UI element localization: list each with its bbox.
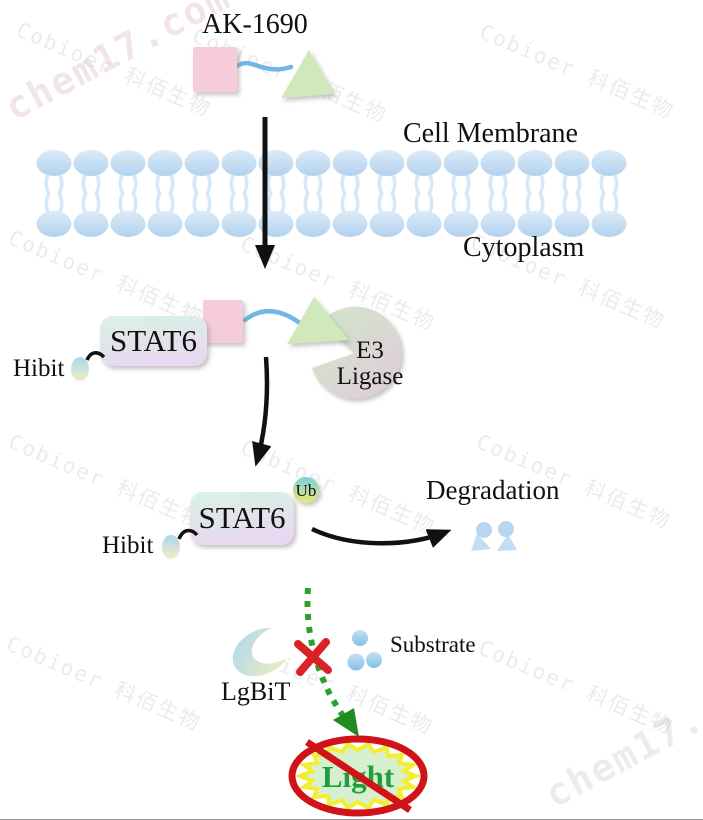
cell-membrane-label: Cell Membrane (403, 118, 578, 149)
e3-ligase-line2: Ligase (336, 363, 404, 391)
ligand-triangle (287, 297, 349, 344)
warhead-square (193, 47, 237, 92)
hibit-tag (71, 357, 89, 381)
inhibition-cross-icon (294, 638, 332, 676)
hibit-label: Hibit (102, 532, 154, 559)
hibit-link (85, 351, 106, 361)
prohibition-ellipse (288, 735, 428, 817)
hibit-link (177, 528, 199, 540)
blocked-signal-arrow (304, 587, 353, 728)
degradation-label: Degradation (426, 475, 560, 505)
ligand-triangle (281, 50, 334, 98)
lgbit-label: LgBiT (221, 677, 291, 706)
compound-label: AK-1690 (202, 9, 308, 40)
stat6-label: STAT6 (109, 322, 198, 358)
protein-fragments (471, 521, 517, 551)
ub-badge (293, 477, 319, 503)
hibit-tag (162, 535, 180, 559)
ak1690-molecule (193, 47, 334, 98)
substrate-dots (347, 630, 382, 671)
ternary-complex (71, 297, 402, 399)
e3-ligase-line1: E3 (356, 337, 384, 364)
linker-curve (234, 60, 294, 72)
lgbit-crescent (232, 624, 303, 677)
prohibition-slash (305, 739, 412, 813)
ubiquitination-arrow (252, 356, 272, 467)
linker-curve (242, 308, 308, 330)
warhead-square (203, 300, 243, 343)
stat6-box (100, 316, 207, 366)
e3-ligase-label: E3 Ligase (322, 337, 418, 391)
cytoplasm-label: Cytoplasm (463, 232, 585, 263)
stat6-box (190, 492, 294, 545)
cell-membrane-bilayer (34, 148, 629, 239)
no-light-symbol: Light (288, 735, 428, 817)
blocked-signal-arrowhead (333, 708, 359, 737)
substrate-label: Substrate (390, 632, 476, 657)
ub-label: Ub (296, 481, 317, 500)
stat6-label: STAT6 (198, 500, 286, 536)
hibit-label: Hibit (13, 355, 65, 382)
degradation-arrow (311, 526, 452, 548)
ubiquitinated-stat6: Ub (162, 477, 319, 559)
